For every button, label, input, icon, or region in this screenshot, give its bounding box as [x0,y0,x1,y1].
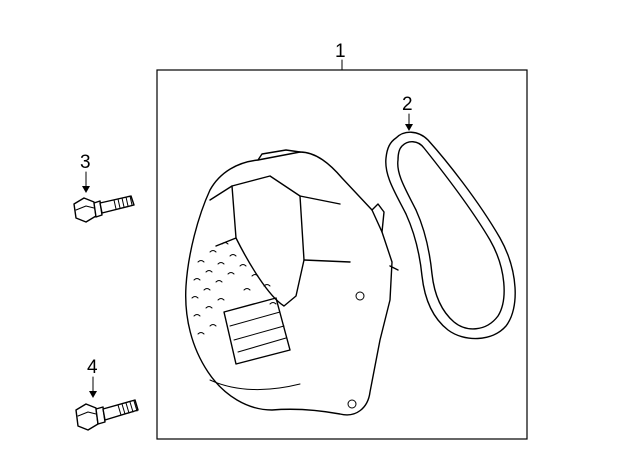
pump-lower-edge [209,379,301,391]
bolt-short-head-edge [75,205,95,211]
pump-inlet-fins [229,311,287,353]
bolt-long-drawing [75,399,139,431]
callout-2-label: 2 [402,94,413,115]
pump-right-flange [371,203,385,233]
bolt-short-shank [99,195,135,214]
callout-leaders [82,59,413,398]
pump-inlet-port [223,297,291,365]
pump-housing-drawing [184,149,399,416]
callout-1-label: 1 [335,41,346,62]
pump-cast-texture [191,242,277,335]
gasket-inner [397,141,505,330]
bolt-short-drawing [73,195,135,223]
bolt-short-threads [113,195,133,210]
bolt-long-threads [117,400,138,416]
pump-top-flange [257,149,301,161]
pump-nipple [389,265,399,271]
gasket-drawing [385,131,516,340]
callout-3-label: 3 [80,152,91,173]
callout-4-label: 4 [87,357,98,378]
bolt-long-shank [102,399,139,421]
pump-housing-edges [209,185,351,263]
bolt-long-head [75,403,99,431]
pump-housing-body [184,151,393,416]
gasket-outer [385,131,516,340]
bolt-long-head-edge [77,411,97,417]
pump-bolt-hole-lower [347,399,357,409]
arrow-3 [82,186,90,193]
arrow-4 [89,391,97,398]
assembly-frame [156,69,528,440]
arrow-2 [405,124,413,131]
pump-bolt-hole-upper [355,291,365,301]
